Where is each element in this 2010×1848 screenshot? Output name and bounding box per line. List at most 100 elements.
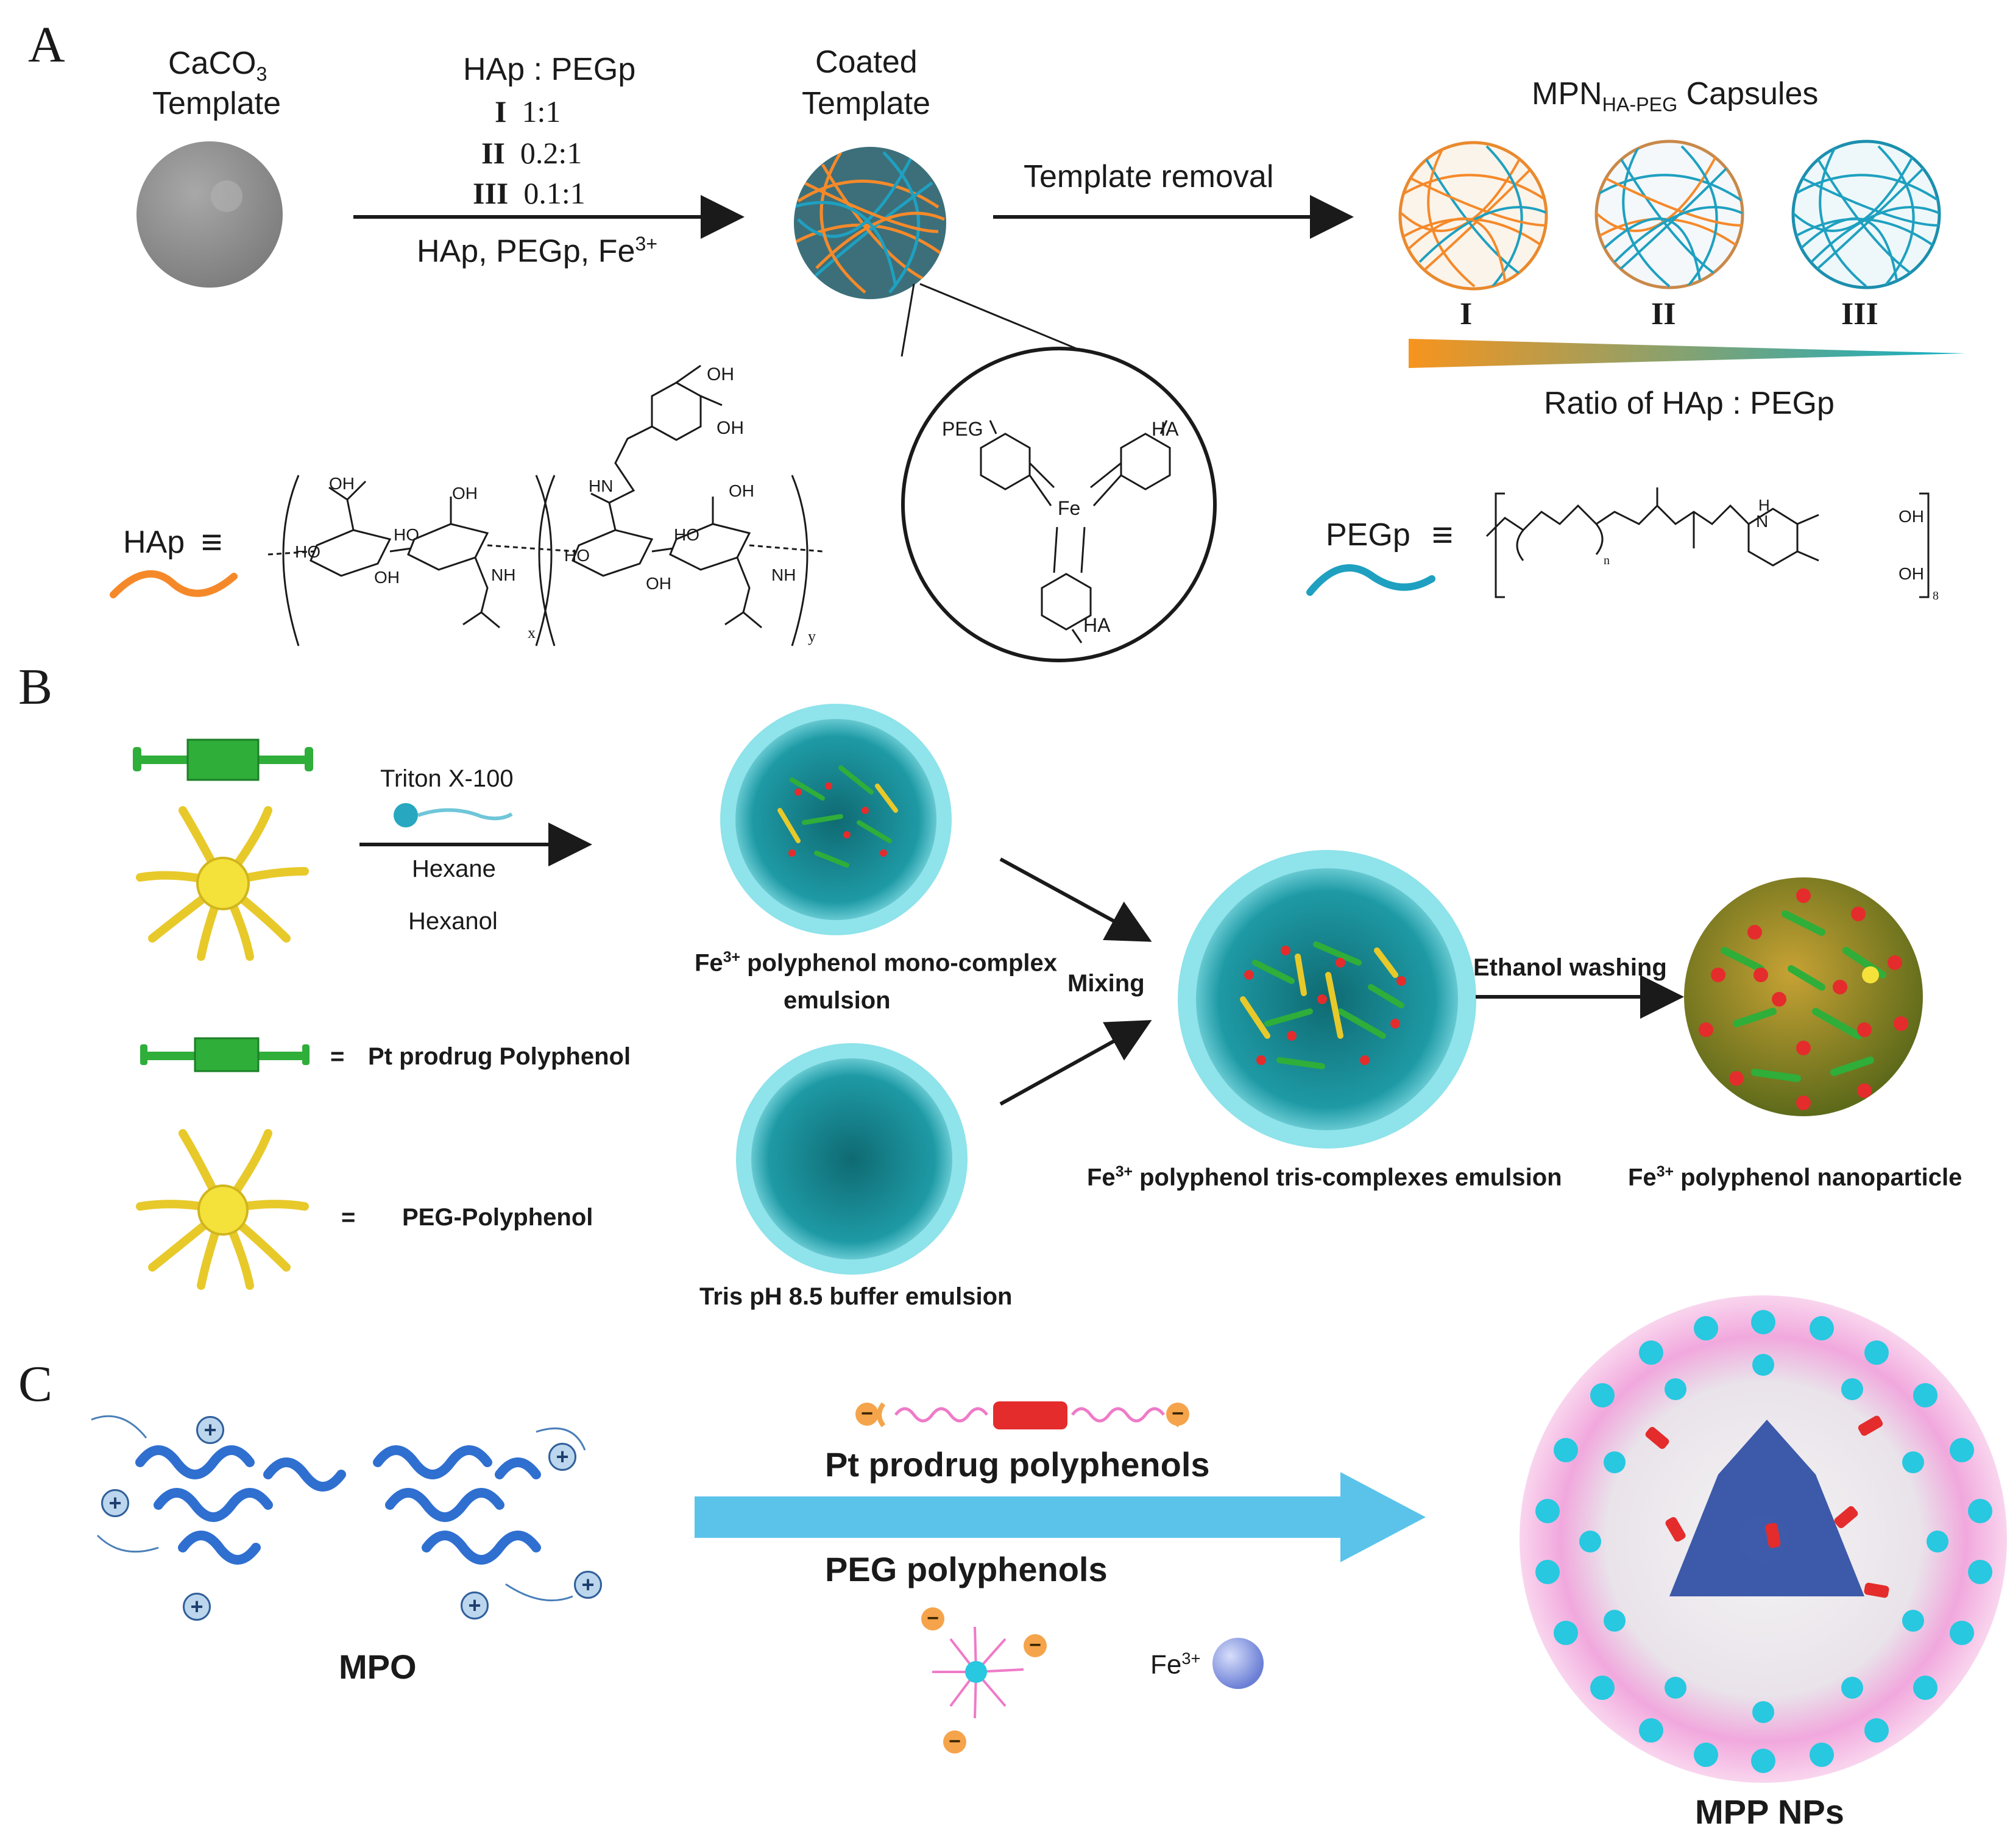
panel-label-a: A bbox=[28, 16, 65, 73]
chem-oh-d: OH bbox=[374, 568, 400, 587]
legend-pt-eq: = bbox=[330, 1043, 345, 1070]
caco3-template-sphere bbox=[136, 141, 283, 288]
charge-minus-3: − bbox=[921, 1607, 944, 1630]
hap-label: HAp bbox=[123, 525, 185, 560]
chem-x: x bbox=[528, 624, 536, 642]
pt-prodrug-polyphenols-label: Pt prodrug polyphenols bbox=[825, 1445, 1210, 1484]
charge-plus-1: + bbox=[196, 1416, 224, 1444]
charge-plus-6: + bbox=[461, 1591, 489, 1620]
pt-prodrug-molecule-top bbox=[133, 738, 313, 781]
mpp-nps-label: MPP NPs bbox=[1695, 1793, 1844, 1831]
process-arrow bbox=[695, 1472, 1426, 1562]
template-label-line2: Template bbox=[152, 86, 281, 121]
chem-oh-b: OH bbox=[452, 484, 478, 503]
ratio-row-III: III 0.1:1 bbox=[473, 176, 586, 210]
chem-peg-8: 8 bbox=[1933, 589, 1939, 603]
chem-ho-c: HO bbox=[564, 546, 590, 565]
capsule-label-III: III bbox=[1841, 297, 1878, 331]
complex-label-ha-right: HA bbox=[1152, 418, 1179, 440]
hap-squiggle bbox=[110, 570, 238, 598]
chem-oh-a: OH bbox=[329, 474, 355, 493]
peg-polyphenols-label: PEG polyphenols bbox=[825, 1550, 1108, 1588]
capsule-II bbox=[1594, 140, 1744, 289]
charge-plus-4: + bbox=[574, 1571, 602, 1599]
ratio-gradient-wedge bbox=[1409, 339, 1966, 368]
legend-peg-label: PEG-Polyphenol bbox=[402, 1204, 593, 1231]
chem-peg-oh2: OH bbox=[1899, 564, 1924, 583]
chem-peg-oh1: OH bbox=[1899, 507, 1924, 526]
capsule-I bbox=[1398, 141, 1548, 291]
tris-buffer-emulsion bbox=[736, 1043, 968, 1275]
pegp-equiv: ≡ bbox=[1432, 514, 1454, 555]
chem-nh-b: NH bbox=[771, 565, 796, 584]
chem-oh-top2: OH bbox=[717, 418, 744, 438]
capsule-label-I: I bbox=[1460, 297, 1473, 331]
ethanol-washing-label: Ethanol washing bbox=[1473, 954, 1667, 981]
mono-complex-emulsion bbox=[720, 704, 952, 935]
charge-minus-2: − bbox=[1166, 1403, 1189, 1426]
hexanol-label: Hexanol bbox=[408, 908, 498, 935]
chem-nh-a: NH bbox=[491, 565, 516, 584]
chem-peg-h: H bbox=[1758, 496, 1770, 514]
chem-ho-b: HO bbox=[394, 525, 419, 544]
fe-polyphenol-nanoparticle bbox=[1684, 877, 1923, 1116]
mpp-nanoparticle bbox=[1520, 1295, 2007, 1783]
capsule-III bbox=[1791, 140, 1941, 289]
hap-structure bbox=[267, 364, 823, 646]
charge-minus-4: − bbox=[1024, 1634, 1047, 1657]
coated-template-line1: Coated bbox=[815, 44, 918, 80]
fe-ion-sphere bbox=[1212, 1638, 1264, 1689]
gradient-ratio-label: Ratio of HAp : PEGp bbox=[1544, 386, 1835, 421]
nanoparticle-label: Fe3+ polyphenol nanoparticle bbox=[1628, 1164, 1962, 1191]
chem-peg-n-sub: n bbox=[1604, 554, 1610, 567]
triton-surfactant bbox=[394, 803, 418, 827]
chem-hn: HN bbox=[589, 476, 614, 495]
charge-plus-2: + bbox=[548, 1443, 576, 1471]
mono-complex-label-line2: emulsion bbox=[784, 987, 891, 1014]
hap-equiv: ≡ bbox=[201, 522, 223, 562]
mpo-label: MPO bbox=[339, 1648, 417, 1686]
tris-buffer-label: Tris pH 8.5 buffer emulsion bbox=[699, 1283, 1013, 1310]
mixing-label: Mixing bbox=[1067, 970, 1145, 997]
arrow-mix-bottom bbox=[999, 1020, 1152, 1106]
capsule-label-II: II bbox=[1651, 297, 1676, 331]
capsules-title: MPNHA-PEG Capsules bbox=[1532, 76, 1819, 116]
pt-prodrug-polyphenol-chain bbox=[877, 1401, 1183, 1429]
ratio-row-II: II 0.2:1 bbox=[481, 136, 582, 170]
complex-label-ha-bottom: HA bbox=[1083, 614, 1111, 636]
charge-plus-3: + bbox=[101, 1489, 129, 1517]
legend-pt-label: Pt prodrug Polyphenol bbox=[368, 1043, 631, 1070]
pegp-squiggle bbox=[1306, 564, 1435, 596]
complex-label-peg: PEG bbox=[942, 418, 983, 440]
charge-minus-5: − bbox=[943, 1730, 966, 1754]
tris-complex-label: Fe3+ polyphenol tris-complexes emulsion bbox=[1087, 1164, 1562, 1191]
panel-label-b: B bbox=[18, 659, 53, 715]
legend-pt-prodrug-molecule bbox=[140, 1037, 310, 1072]
template-removal-label: Template removal bbox=[1024, 159, 1274, 194]
charge-plus-5: + bbox=[183, 1593, 211, 1621]
mpo-protein bbox=[135, 1445, 541, 1565]
tris-complex-emulsion bbox=[1178, 850, 1476, 1149]
chem-oh-e: OH bbox=[646, 574, 671, 593]
template-label-line1: CaCO3 bbox=[168, 46, 267, 85]
mono-complex-label-line1: Fe3+ polyphenol mono-complex bbox=[695, 949, 1057, 977]
chem-oh-c: OH bbox=[729, 481, 754, 500]
arrow-mix-top bbox=[999, 857, 1152, 942]
chem-y: y bbox=[808, 628, 816, 645]
hexane-label: Hexane bbox=[412, 855, 496, 882]
chem-ho-d: HO bbox=[674, 525, 699, 544]
chem-peg-n: N bbox=[1756, 512, 1769, 531]
chem-oh-top1: OH bbox=[707, 364, 734, 384]
ratio-title: HAp : PEGp bbox=[463, 52, 636, 87]
fe-ion-label: Fe3+ bbox=[1150, 1649, 1201, 1680]
complex-label-fe: Fe bbox=[1058, 497, 1081, 519]
chem-ho-a: HO bbox=[295, 542, 320, 561]
coated-template-line2: Template bbox=[802, 86, 930, 121]
pegp-structure bbox=[1485, 487, 1930, 598]
fe-complex-inset bbox=[901, 347, 1217, 662]
panel-label-c: C bbox=[18, 1356, 53, 1412]
legend-peg-eq: = bbox=[341, 1204, 356, 1231]
pegp-label: PEGp bbox=[1326, 517, 1410, 553]
charge-minus-1: − bbox=[855, 1403, 879, 1426]
